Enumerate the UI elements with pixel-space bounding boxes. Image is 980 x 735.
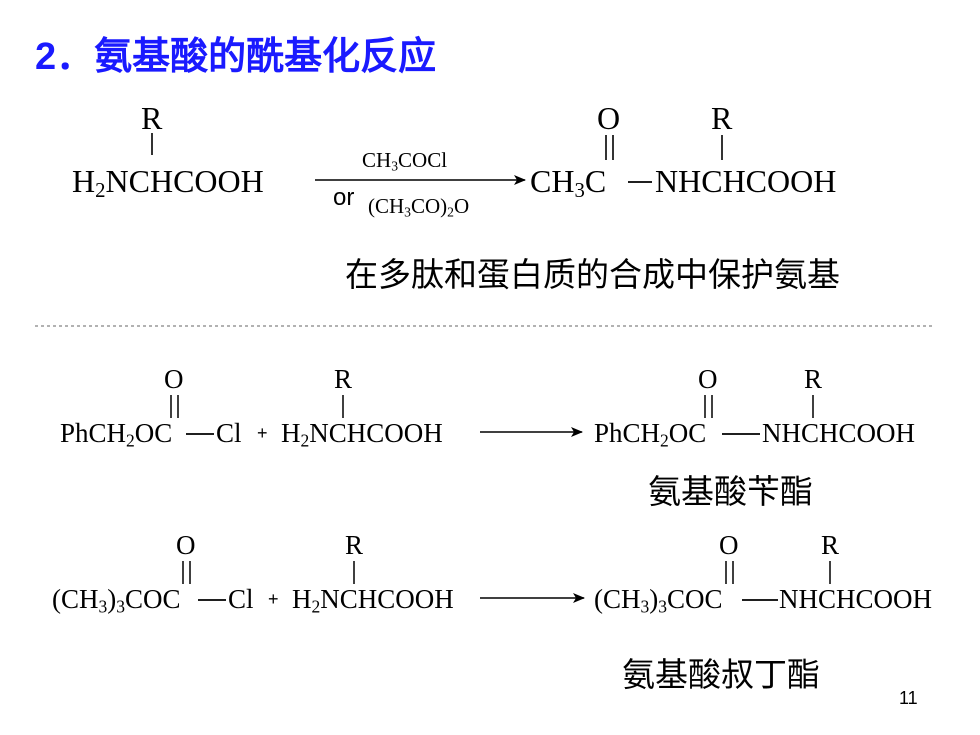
r1-substituent-R: R	[141, 100, 163, 136]
r3-plus: +	[268, 589, 279, 609]
r1-note: 在多肽和蛋白质的合成中保护氨基	[345, 255, 840, 294]
r1-alt-reagent: (CH3CO)2O	[368, 194, 470, 220]
r2-reactant-a: PhCH2OC	[60, 418, 173, 451]
r2-substituent-R: R	[334, 364, 353, 394]
r1-reagent: CH3COCl	[362, 148, 448, 174]
r1-oxygen: O	[597, 100, 621, 136]
r1-reactant: H2NCHCOOH	[72, 163, 264, 203]
r3-product-right: NHCHCOOH	[779, 584, 933, 614]
r3-reactant-a: (CH3)3COC	[52, 584, 181, 617]
slide-title: 2．氨基酸的酰基化反应	[35, 36, 437, 78]
r2-product-oxygen: O	[698, 364, 718, 394]
r2-chloride: Cl	[216, 418, 242, 448]
r3-oxygen: O	[176, 530, 196, 560]
r2-reactant-b: H2NCHCOOH	[281, 418, 443, 451]
r3-product-oxygen: O	[719, 530, 739, 560]
r2-product-left: PhCH2OC	[594, 418, 707, 451]
r2-product-right: NHCHCOOH	[762, 418, 916, 448]
r2-plus: +	[257, 423, 268, 443]
r3-chloride: Cl	[228, 584, 254, 614]
r3-substituent-R: R	[345, 530, 364, 560]
r1-product-left: CH3C	[530, 163, 607, 203]
r1-substituent-R2: R	[711, 100, 733, 136]
r2-product-name: 氨基酸苄酯	[648, 472, 813, 511]
r3-product-name: 氨基酸叔丁酯	[622, 655, 820, 694]
r3-product-left: (CH3)3COC	[594, 584, 723, 617]
page-number: 11	[899, 688, 918, 708]
r1-or: or	[333, 184, 355, 211]
r2-product-R: R	[804, 364, 823, 394]
r3-reactant-b: H2NCHCOOH	[292, 584, 454, 617]
r1-product-right: NHCHCOOH	[655, 163, 837, 199]
r3-product-R: R	[821, 530, 840, 560]
r2-oxygen: O	[164, 364, 184, 394]
